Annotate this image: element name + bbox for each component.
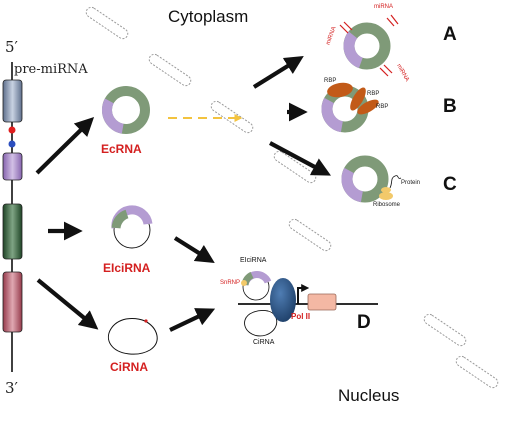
panel-a-label: A (443, 24, 457, 45)
three-prime-label: 3′ (5, 379, 18, 397)
cirna-label: CiRNA (110, 360, 148, 374)
rbp-label-1: RBP (324, 78, 337, 84)
pre-mirna-label: pre-miRNA (14, 62, 88, 77)
arrow-to-ecrna (35, 117, 95, 175)
mirna-bars (339, 14, 399, 77)
cytoplasm-label: Cytoplasm (168, 7, 249, 26)
snrnp-label: SnRNP (220, 280, 241, 286)
nucleus-label: Nucleus (338, 386, 400, 405)
ecrna-label: EcRNA (101, 142, 142, 156)
arrow-to-a (252, 56, 304, 89)
panel-a-circle (343, 22, 391, 70)
arrow-eicirna-to-nucleus (173, 236, 215, 264)
gene-track (2, 62, 23, 372)
panel-c-label: C (443, 174, 457, 195)
exon-2 (2, 152, 23, 181)
arrow-cirna-to-nucleus (169, 308, 216, 332)
eicirna-label: EIciRNA (103, 261, 151, 275)
ribosome-label: Ribosome (373, 202, 401, 208)
panel-b-label: B (443, 96, 457, 117)
arrow-to-c (269, 141, 331, 176)
pol-ii (270, 278, 296, 322)
nuc-eicirna (241, 271, 272, 301)
five-prime-label: 5′ (5, 38, 18, 56)
pol-ii-label: Pol II (291, 312, 311, 321)
nuc-cirna-label: CiRNA (253, 339, 275, 346)
eicirna-circle (111, 205, 153, 249)
nuc-cirna (244, 310, 278, 337)
exon-4 (2, 271, 23, 333)
rbp-label-3: RBP (376, 104, 389, 110)
gene-box (307, 293, 337, 311)
exon-1 (2, 79, 23, 123)
ecrna-circle (101, 86, 150, 134)
transcription-start-arrow (297, 284, 310, 304)
rbp-label-2: RBP (367, 91, 380, 97)
protein-label: Protein (401, 180, 421, 186)
cirna-circle (107, 318, 158, 355)
loop-blue-marker (8, 140, 16, 148)
loop-red-marker (8, 126, 16, 134)
panel-d-label: D (357, 312, 371, 333)
arrow-to-cirna (36, 278, 99, 330)
protein-chain (389, 175, 402, 189)
panel-c-circle (341, 155, 389, 203)
ribosome (379, 187, 393, 200)
mirna-label-top: miRNA (374, 4, 393, 10)
nuc-eicirna-label: EIciRNA (240, 257, 267, 264)
exon-3 (2, 203, 23, 260)
nuclear-membrane (85, 6, 499, 389)
rbp-proteins (327, 82, 379, 115)
